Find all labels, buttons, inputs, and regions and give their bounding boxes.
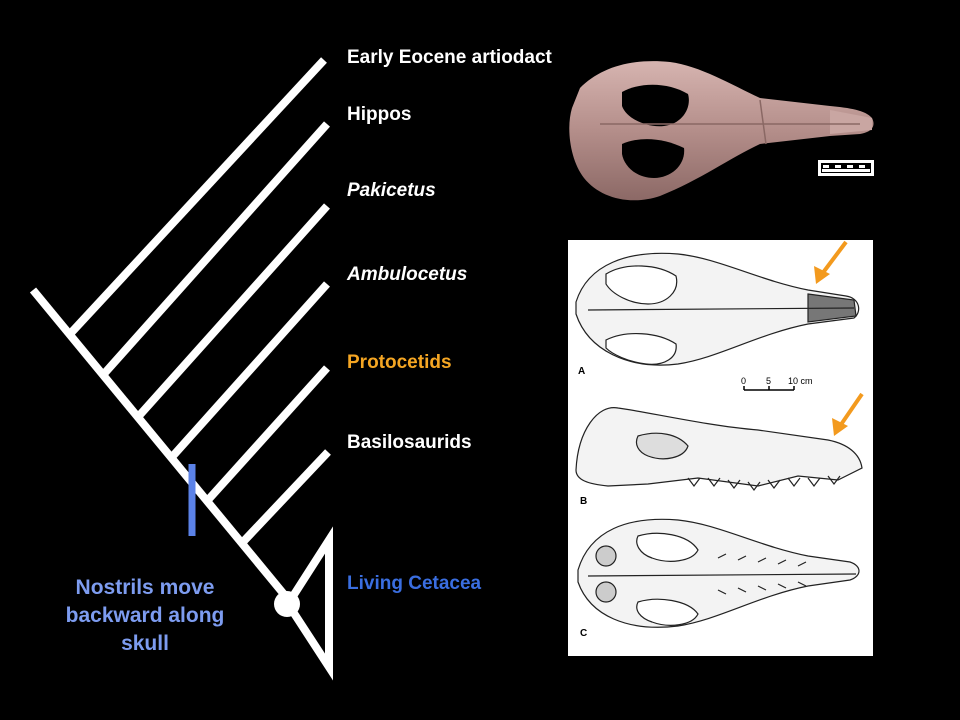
scale-label-5: 5	[766, 376, 772, 386]
branch-ambulocetus	[169, 281, 330, 460]
crown-node	[274, 591, 300, 617]
cladogram	[29, 57, 333, 681]
nostril-arrow-b	[832, 392, 864, 436]
crown-cetacea-triangle	[283, 526, 333, 681]
scale-label-0: 0	[741, 376, 747, 386]
taxon-basilosaurids: Basilosaurids	[347, 432, 472, 453]
drawing-label-b: B	[580, 496, 588, 507]
branch-pakicetus	[135, 203, 330, 420]
skull-drawing-a	[575, 252, 860, 366]
drawing-scale-bar	[743, 386, 795, 391]
annotation-line-3: skull	[121, 632, 169, 655]
taxon-early-eocene: Early Eocene artiodactyls	[347, 47, 552, 68]
branch-hippos	[100, 121, 330, 378]
skull-drawings-plate: A B C 0 5 10 cm	[568, 240, 873, 656]
label-clip: Early Eocene artiodactyls	[340, 44, 552, 80]
branch-basilosaurids	[239, 449, 331, 546]
branch-early-eocene	[67, 57, 327, 337]
skull-shape	[569, 61, 874, 201]
photo-scale-bar	[818, 160, 874, 176]
skull-drawing-b	[575, 407, 863, 491]
taxon-protocetids: Protocetids	[347, 352, 452, 373]
nostril-arrow-a	[814, 240, 848, 284]
taxon-ambulocetus: Ambulocetus	[347, 264, 468, 285]
scale-label-10: 10 cm	[788, 376, 813, 386]
branch-protocetids	[205, 365, 330, 503]
skull-drawings	[575, 240, 864, 628]
annotation-line-1: Nostrils move	[75, 576, 215, 599]
drawing-label-a: A	[578, 366, 586, 377]
drawing-label-c: C	[580, 628, 588, 639]
cladogram-trunk	[29, 287, 296, 607]
taxon-hippos: Hippos	[347, 104, 412, 125]
nostril-annotation: Nostrils move backward along skull	[40, 574, 250, 658]
annotation-line-2: backward along	[65, 604, 225, 627]
skull-drawing-c	[577, 518, 860, 628]
fossil-skull-photo	[569, 61, 874, 201]
taxon-pakicetus: Pakicetus	[347, 180, 436, 201]
taxon-living-cetacea: Living Cetacea	[347, 573, 482, 594]
